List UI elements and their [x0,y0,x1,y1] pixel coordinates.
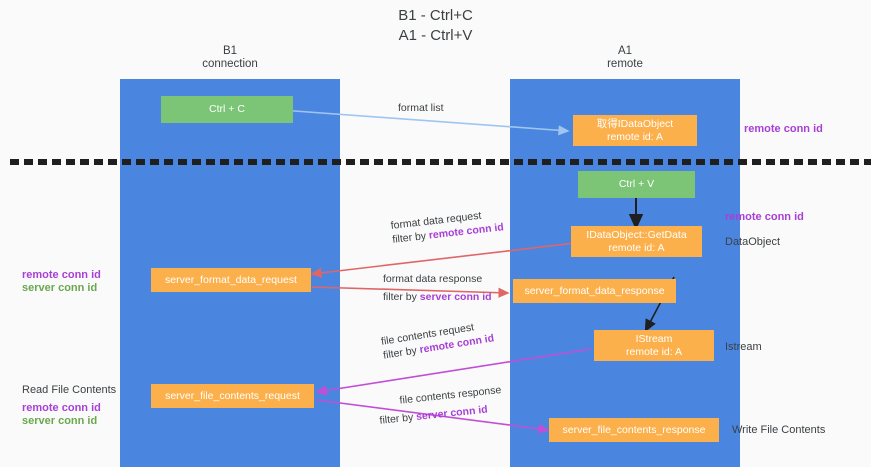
divider-dash [80,159,89,165]
divider-dash [220,159,229,165]
divider-dash [836,159,845,165]
divider-dash [192,159,201,165]
edge-label-file-contents-response-line2: filter by server conn id [378,403,489,427]
edge-label-format-data-response-line1: format data response [383,273,483,285]
phase-divider [10,159,871,165]
divider-dash [710,159,719,165]
divider-dash [486,159,495,165]
box-get-idataobject[interactable]: 取得IDataObject remote id: A [573,115,697,146]
divider-dash [654,159,663,165]
divider-dash [346,159,355,165]
note-remote-conn-id-top: remote conn id [744,123,823,135]
divider-dash [10,159,19,165]
divider-dash [458,159,467,165]
box-istream[interactable]: IStream remote id: A [594,330,714,361]
divider-dash [584,159,593,165]
divider-dash [808,159,817,165]
divider-dash [276,159,285,165]
divider-dash [528,159,537,165]
edge-label-format-data-response-line2: filter by server conn id [383,291,492,303]
divider-dash [780,159,789,165]
lane-header-a1: A1 remote [607,45,643,70]
divider-dash [374,159,383,165]
divider-dash [472,159,481,165]
divider-dash [108,159,117,165]
divider-dash [38,159,47,165]
divider-dash [136,159,145,165]
note-read-file-contents: Read File Contents [22,384,117,396]
divider-dash [318,159,327,165]
divider-dash [52,159,61,165]
box-ctrl-c[interactable]: Ctrl + C [161,96,293,123]
divider-dash [500,159,509,165]
divider-dash [640,159,649,165]
divider-dash [150,159,159,165]
lane-header-b1: B1 connection [202,45,258,70]
divider-dash [248,159,257,165]
divider-dash [122,159,131,165]
diagram-title: B1 - Ctrl+C A1 - Ctrl+V [398,7,473,44]
divider-dash [164,159,173,165]
note-left-server-conn-id: server conn id [22,282,98,294]
divider-dash [402,159,411,165]
box-server-format-data-response[interactable]: server_format_data_response [513,279,676,303]
note-left-server-conn-id-2: server conn id [22,415,98,427]
box-server-format-data-request[interactable]: server_format_data_request [151,268,311,292]
note-dataobject: DataObject [725,236,781,248]
box-server-file-contents-request[interactable]: server_file_contents_request [151,384,314,408]
note-left-remote-conn-id: remote conn id [22,269,101,281]
divider-dash [290,159,299,165]
divider-dash [794,159,803,165]
divider-dash [332,159,341,165]
divider-dash [598,159,607,165]
divider-dash [682,159,691,165]
keyword-server-conn-id: server conn id [419,291,492,303]
divider-dash [766,159,775,165]
edge-label-format-data-request: format data request filter by remote con… [390,206,504,247]
divider-dash [752,159,761,165]
note-istream: Istream [725,341,762,353]
divider-dash [612,159,621,165]
divider-dash [626,159,635,165]
divider-dash [24,159,33,165]
divider-dash [178,159,187,165]
keyword-server-conn-id-2: server conn id [415,403,489,423]
divider-dash [66,159,75,165]
note-write-file-contents: Write File Contents [732,424,826,436]
divider-dash [234,159,243,165]
note-remote-conn-id-mid: remote conn id [725,211,804,223]
divider-dash [542,159,551,165]
divider-dash [304,159,313,165]
divider-dash [444,159,453,165]
divider-dash [724,159,733,165]
note-left-remote-conn-id-2: remote conn id [22,402,101,414]
divider-dash [430,159,439,165]
divider-dash [416,159,425,165]
divider-dash [360,159,369,165]
edge-label-file-contents-request: file contents request filter by remote c… [380,317,495,362]
divider-dash [738,159,747,165]
divider-dash [668,159,677,165]
box-ctrl-v[interactable]: Ctrl + V [578,171,695,198]
edge-label-format-list: format list [398,102,444,114]
divider-dash [514,159,523,165]
edge-label-file-contents-response: file contents response filter by server … [377,383,504,428]
divider-dash [864,159,871,165]
divider-dash [570,159,579,165]
divider-dash [94,159,103,165]
divider-dash [556,159,565,165]
box-idataobject-getdata[interactable]: IDataObject::GetData remote id: A [571,226,702,257]
divider-dash [850,159,859,165]
divider-dash [822,159,831,165]
divider-dash [696,159,705,165]
divider-dash [388,159,397,165]
edge-label-format-data-response: format data response filter by server co… [383,272,492,304]
divider-dash [206,159,215,165]
box-server-file-contents-response[interactable]: server_file_contents_response [549,418,719,442]
divider-dash [262,159,271,165]
